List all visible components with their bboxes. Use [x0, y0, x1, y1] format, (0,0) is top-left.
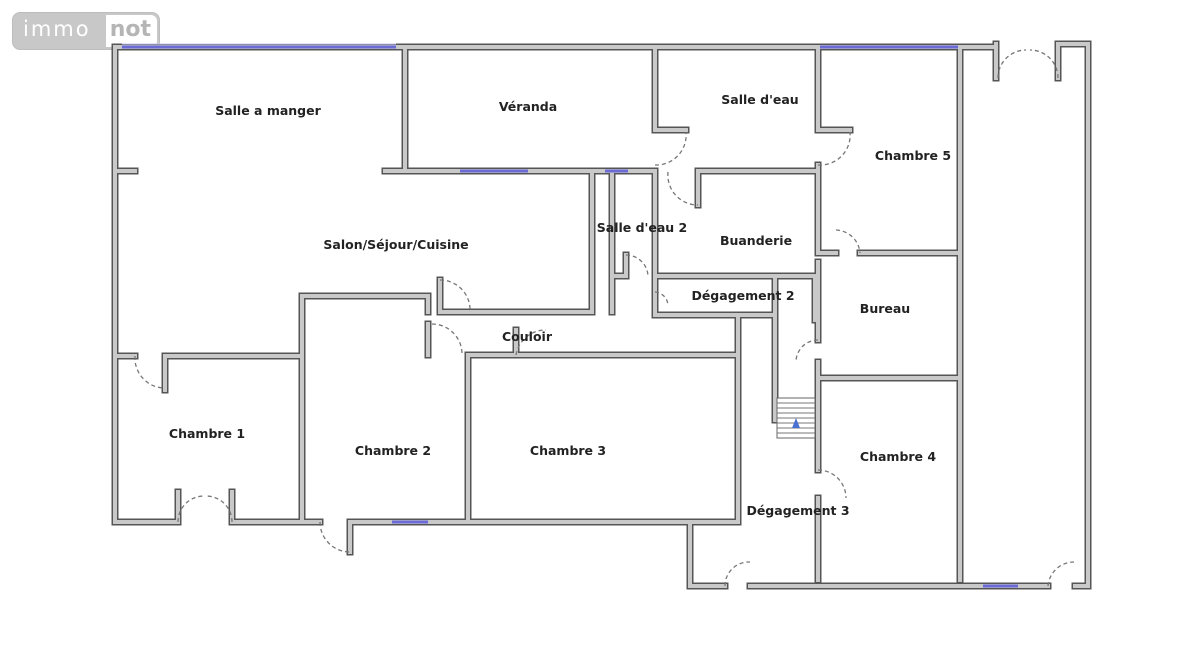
- label-salle-deau-2: Salle d'eau 2: [597, 220, 687, 235]
- label-chambre-5: Chambre 5: [875, 148, 951, 163]
- label-salon: Salon/Séjour/Cuisine: [323, 237, 468, 252]
- walls: [111, 40, 1092, 590]
- label-couloir: Couloir: [502, 329, 553, 344]
- label-chambre-3: Chambre 3: [530, 443, 606, 458]
- label-degagement-2: Dégagement 2: [691, 288, 794, 303]
- room-labels: Salle a manger Véranda Salle d'eau Chamb…: [169, 92, 951, 518]
- doors: [134, 49, 1075, 587]
- label-bureau: Bureau: [860, 301, 910, 316]
- label-chambre-1: Chambre 1: [169, 426, 245, 441]
- label-buanderie: Buanderie: [720, 233, 792, 248]
- stairs: [776, 397, 816, 439]
- windows: [122, 43, 1018, 588]
- label-salle-a-manger: Salle a manger: [215, 103, 321, 118]
- label-salle-deau: Salle d'eau: [721, 92, 798, 107]
- logo-text-immo: immo: [23, 17, 91, 41]
- label-veranda: Véranda: [499, 99, 557, 114]
- label-chambre-4: Chambre 4: [860, 449, 936, 464]
- label-degagement-3: Dégagement 3: [746, 503, 849, 518]
- label-chambre-2: Chambre 2: [355, 443, 431, 458]
- logo-text-not: not: [105, 15, 157, 47]
- immonot-logo: immo not: [12, 12, 160, 50]
